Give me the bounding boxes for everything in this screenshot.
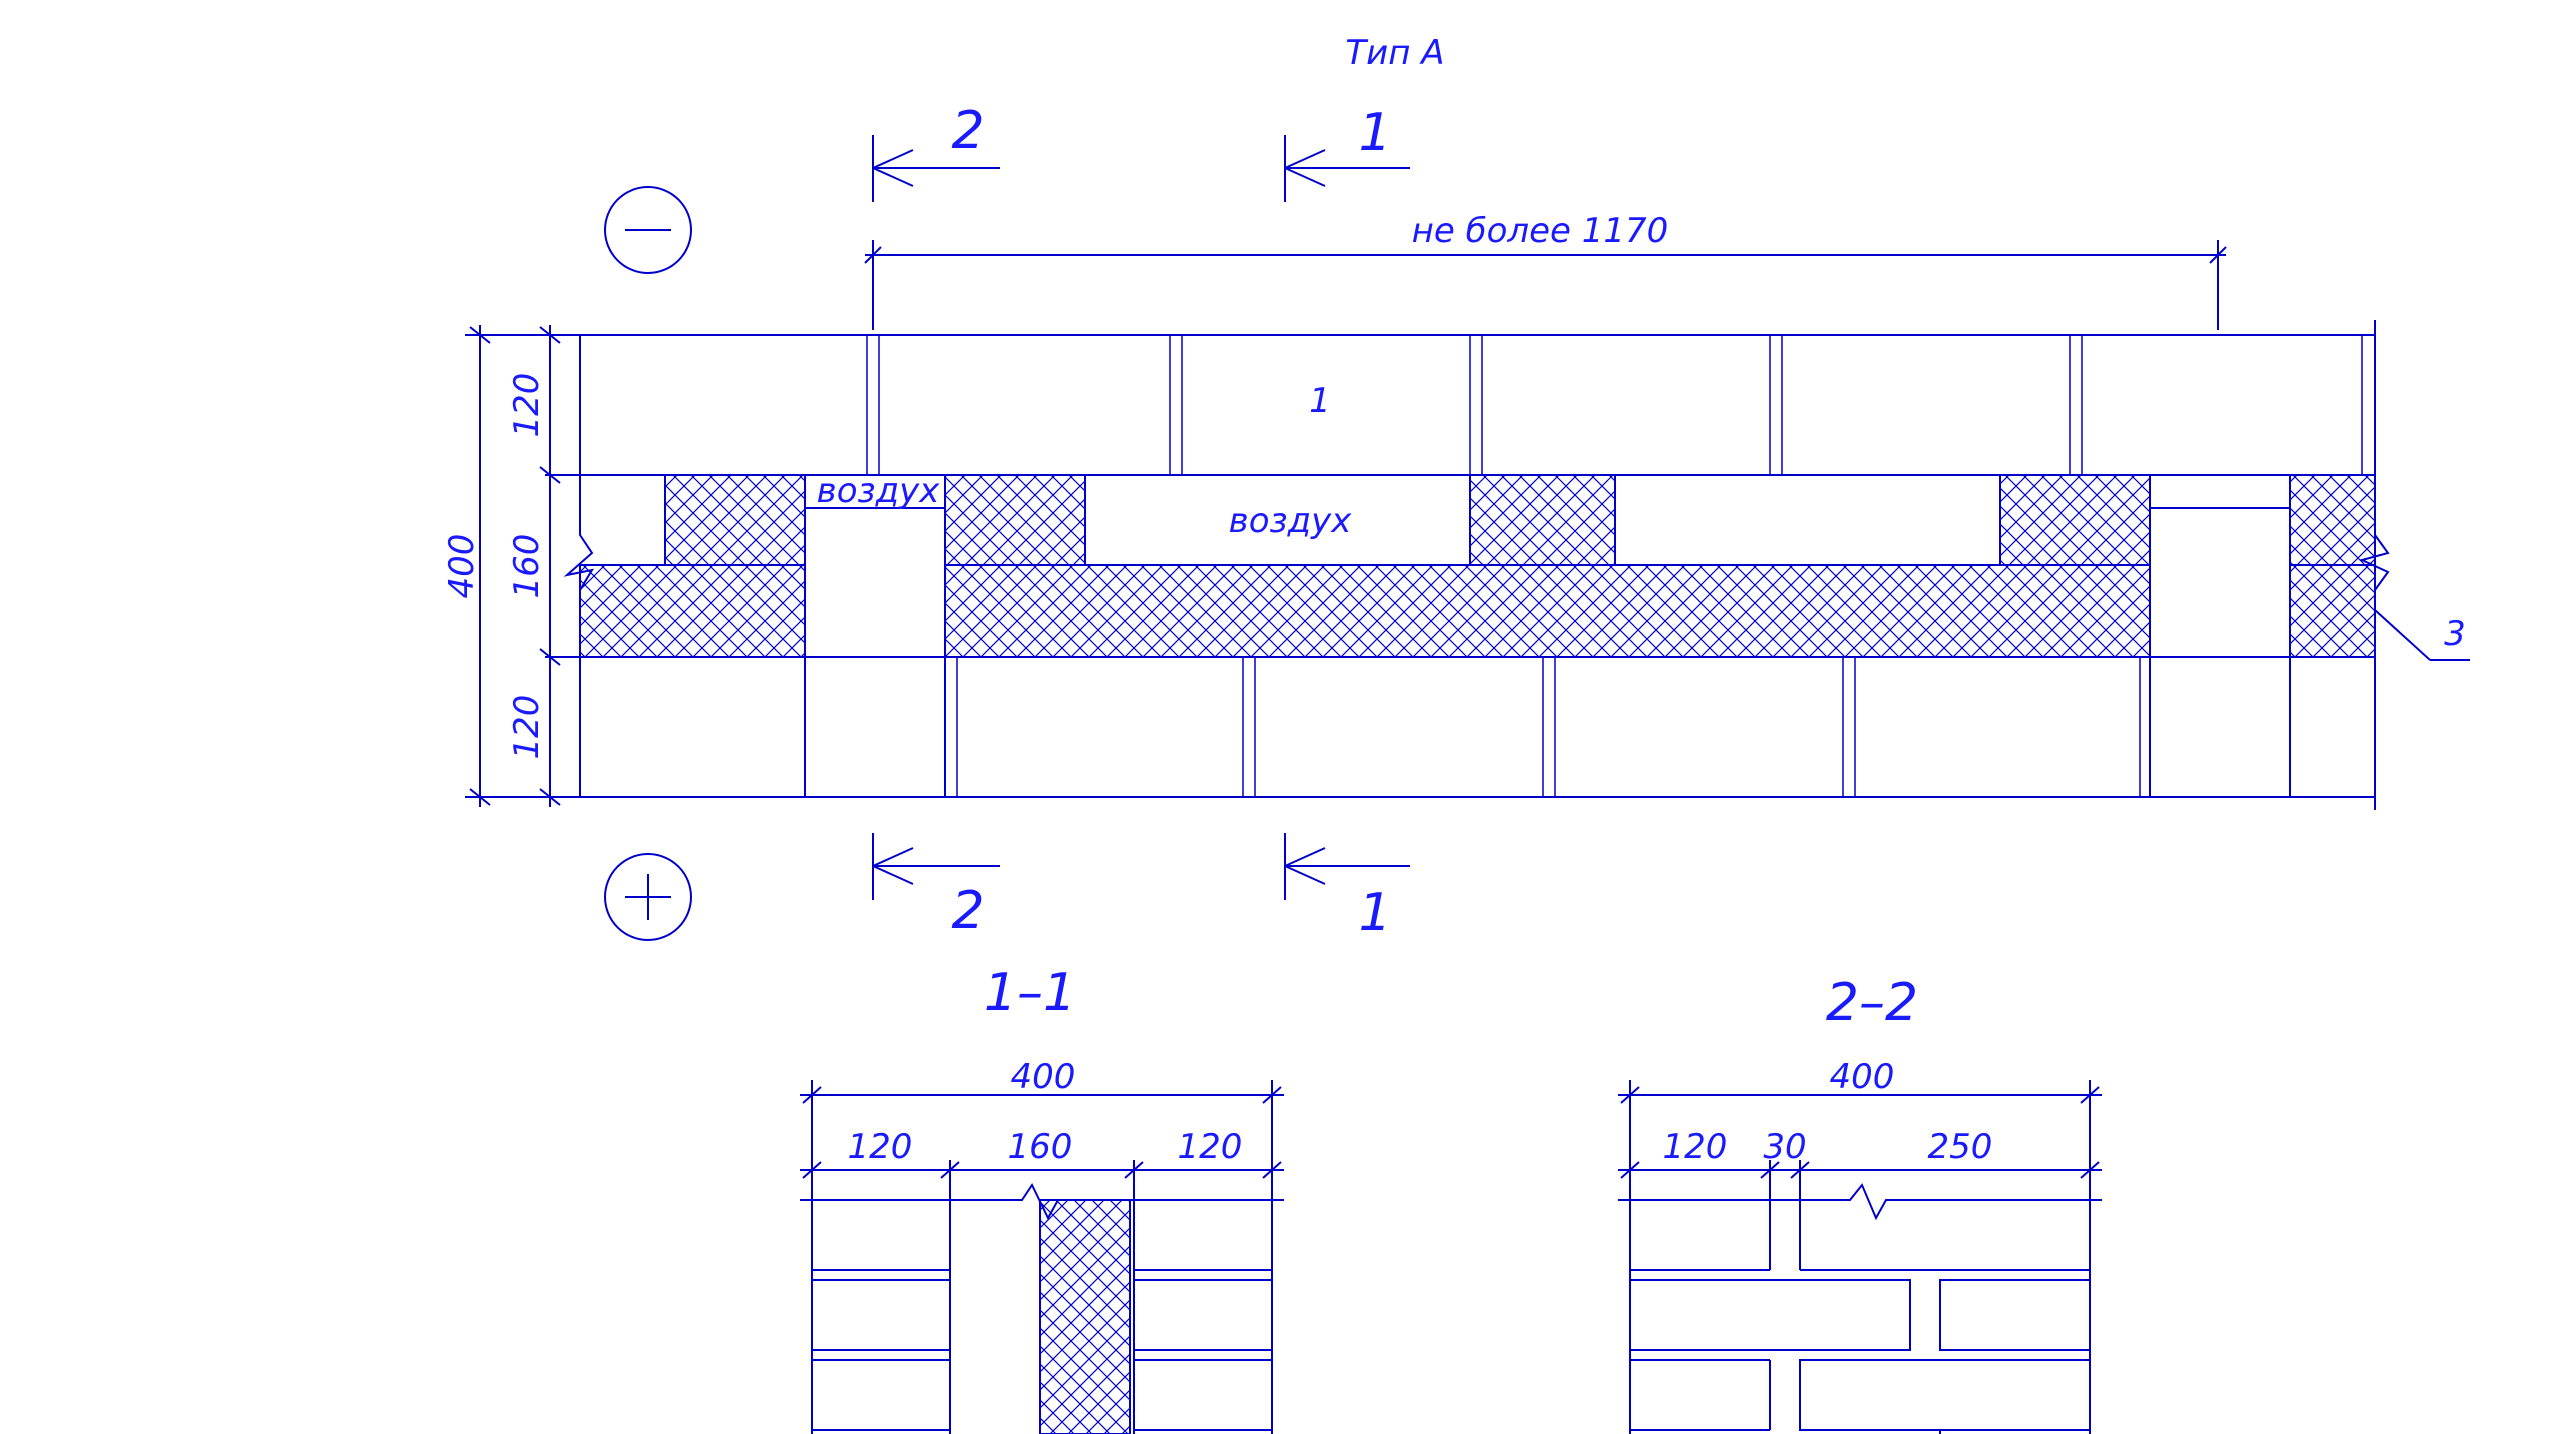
section-mark-2-top-label: 2	[951, 101, 984, 161]
minus-sign-icon	[604, 186, 692, 274]
dim-outer: 120	[507, 373, 547, 438]
drawing-title: Тип А	[1345, 33, 1444, 73]
section-2-2-d1: 120	[1663, 1127, 1728, 1167]
insulation-block	[1469, 474, 1616, 566]
dim-total: 400	[442, 534, 482, 599]
section-2-2-d3: 250	[1928, 1127, 1993, 1167]
section-1-1-total: 400	[1011, 1057, 1076, 1097]
brick-callout: 1	[1309, 381, 1331, 421]
insulation-layer	[579, 564, 806, 658]
section-1-1-d1: 120	[848, 1127, 913, 1167]
section-mark-1-top: 1	[1284, 103, 1410, 202]
dim-middle: 160	[507, 534, 547, 599]
section-mark-1-bottom: 1	[1284, 833, 1410, 943]
section-mark-1-bottom-label: 1	[1358, 883, 1391, 943]
insulation-layer	[2289, 564, 2376, 658]
section-mark-2-bottom: 2	[872, 833, 1000, 941]
section-1-1: 1–1 400 120 160 120	[800, 963, 1284, 1434]
section-1-1-d3: 120	[1178, 1127, 1243, 1167]
section-2-2: 2–2 400 120 30 250	[1618, 973, 2102, 1434]
wall-thickness-dimensions: 400 120 160 120	[442, 325, 580, 807]
insulation-block	[944, 474, 1086, 566]
section-1-1-insulation	[1039, 1199, 1131, 1434]
insulation-block	[664, 474, 806, 566]
insulation-block	[2289, 474, 2376, 566]
insulation-block	[1999, 474, 2151, 566]
section-2-2-d2: 30	[1763, 1127, 1806, 1167]
air-gap-label: воздух	[1229, 501, 1353, 541]
section-mark-2-bottom-label: 2	[951, 881, 984, 941]
section-mark-1-top-label: 1	[1358, 103, 1391, 163]
air-gap-label: воздух	[817, 471, 941, 511]
insulation-layer	[944, 564, 2151, 658]
section-2-2-total: 400	[1830, 1057, 1895, 1097]
section-1-1-title: 1–1	[984, 963, 1076, 1023]
wall-plan: воздух воздух 1 3	[563, 320, 2470, 810]
span-dimension-label: не более 1170	[1412, 211, 1669, 251]
section-1-1-d2: 160	[1008, 1127, 1073, 1167]
span-dimension: не более 1170	[864, 211, 2227, 330]
plus-sign-icon	[604, 853, 692, 941]
dim-inner: 120	[507, 695, 547, 760]
section-2-2-title: 2–2	[1826, 973, 1918, 1033]
section-mark-2-top: 2	[872, 101, 1000, 202]
insulation-callout: 3	[2444, 614, 2466, 654]
